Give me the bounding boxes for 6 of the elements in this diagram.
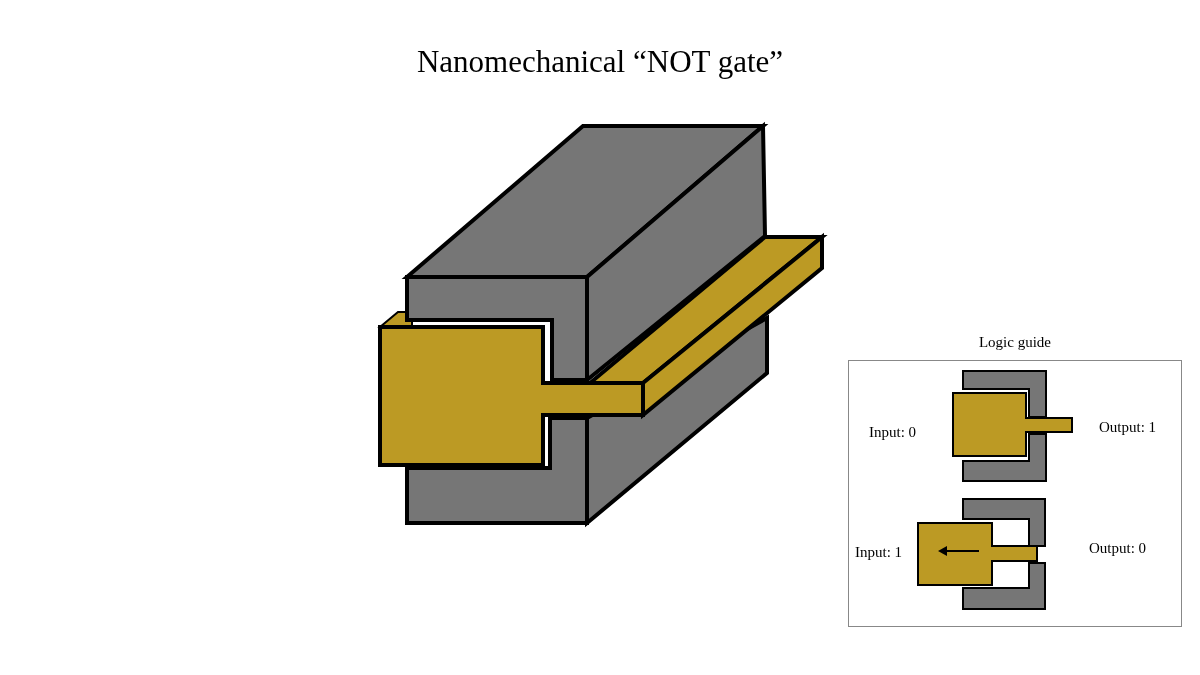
state-label: Output: 1 — [1099, 418, 1157, 436]
panel-heading: Logic guide — [978, 333, 1052, 351]
state-label: Output: 0 — [1089, 539, 1147, 557]
state-label: Input: 1 — [855, 543, 903, 561]
diagram-title: Nanomechanical “NOT gate” — [416, 43, 784, 81]
state-label: Input: 0 — [869, 423, 917, 441]
